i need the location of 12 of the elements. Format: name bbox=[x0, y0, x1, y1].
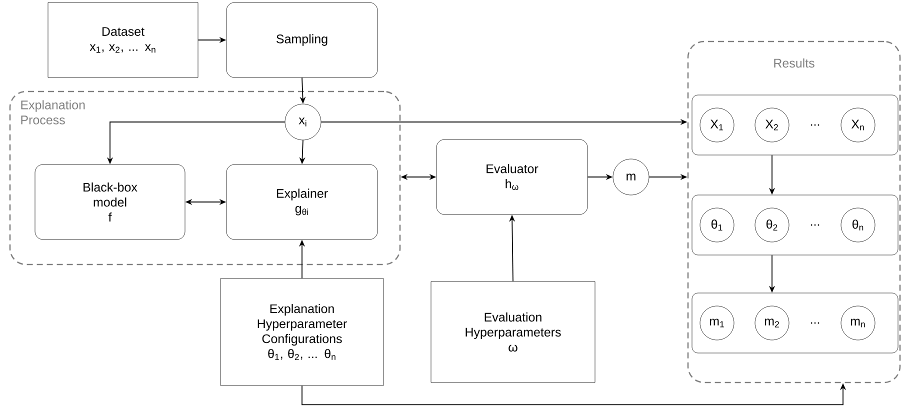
ellipsis: ... bbox=[810, 322, 820, 324]
ellipsis: ... bbox=[810, 124, 820, 126]
group-title: Explanation Process bbox=[21, 100, 85, 124]
process-box: Evaluator h$_{ω}$ bbox=[436, 139, 588, 215]
process-box: Dataset x$_{1}$, x$_{2}$, ... x$_{n}$ bbox=[48, 2, 198, 78]
process-box: Explainer g$_{θi}$ bbox=[226, 164, 378, 240]
process-box: Explanation Hyperparameter Configurations θ$_{1}$, θ$_{2}$, ... θ$_{n}$ bbox=[220, 278, 384, 386]
group-title: Results bbox=[774, 58, 814, 68]
process-box: Sampling bbox=[226, 2, 378, 78]
process-box: Evaluation Hyperparameters ω bbox=[430, 281, 596, 383]
process-box: Black-box model f bbox=[34, 164, 186, 240]
ellipsis: ... bbox=[810, 224, 820, 226]
